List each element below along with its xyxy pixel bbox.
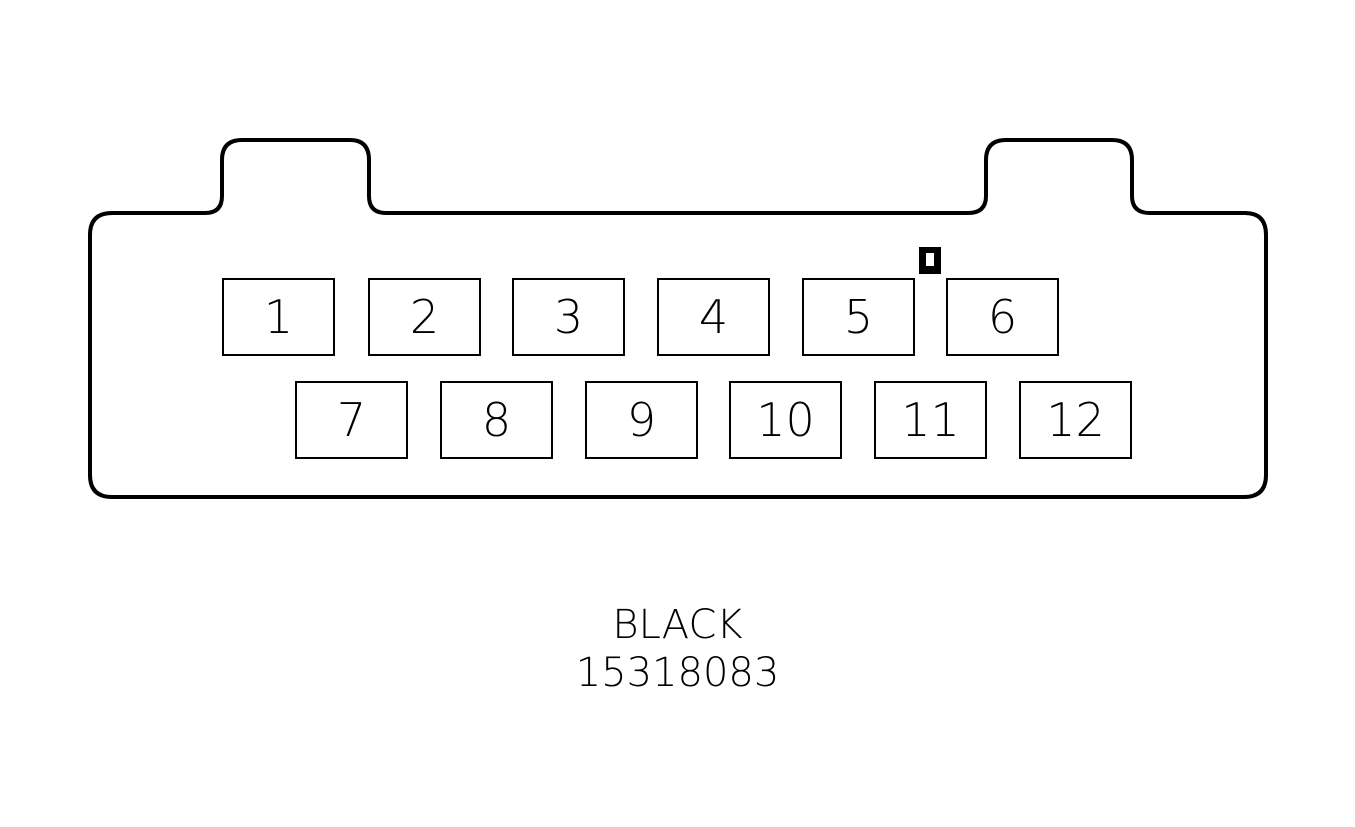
pin-cavity-4: 4 [657,278,770,356]
pin-cavity-12: 12 [1019,381,1132,459]
pin-cavity-10: 10 [729,381,842,459]
pin-cavity-1: 1 [222,278,335,356]
pin-cavity-6: 6 [946,278,1059,356]
pin-cavity-2: 2 [368,278,481,356]
connector-part-number: 15318083 [575,650,780,696]
pin-cavity-9: 9 [585,381,698,459]
pin-cavity-11: 11 [874,381,987,459]
pin-cavity-7: 7 [295,381,408,459]
pin-cavity-3: 3 [512,278,625,356]
pin-cavity-5: 5 [802,278,915,356]
pin-cavity-8: 8 [440,381,553,459]
connector-color-label: BLACK [612,602,743,648]
